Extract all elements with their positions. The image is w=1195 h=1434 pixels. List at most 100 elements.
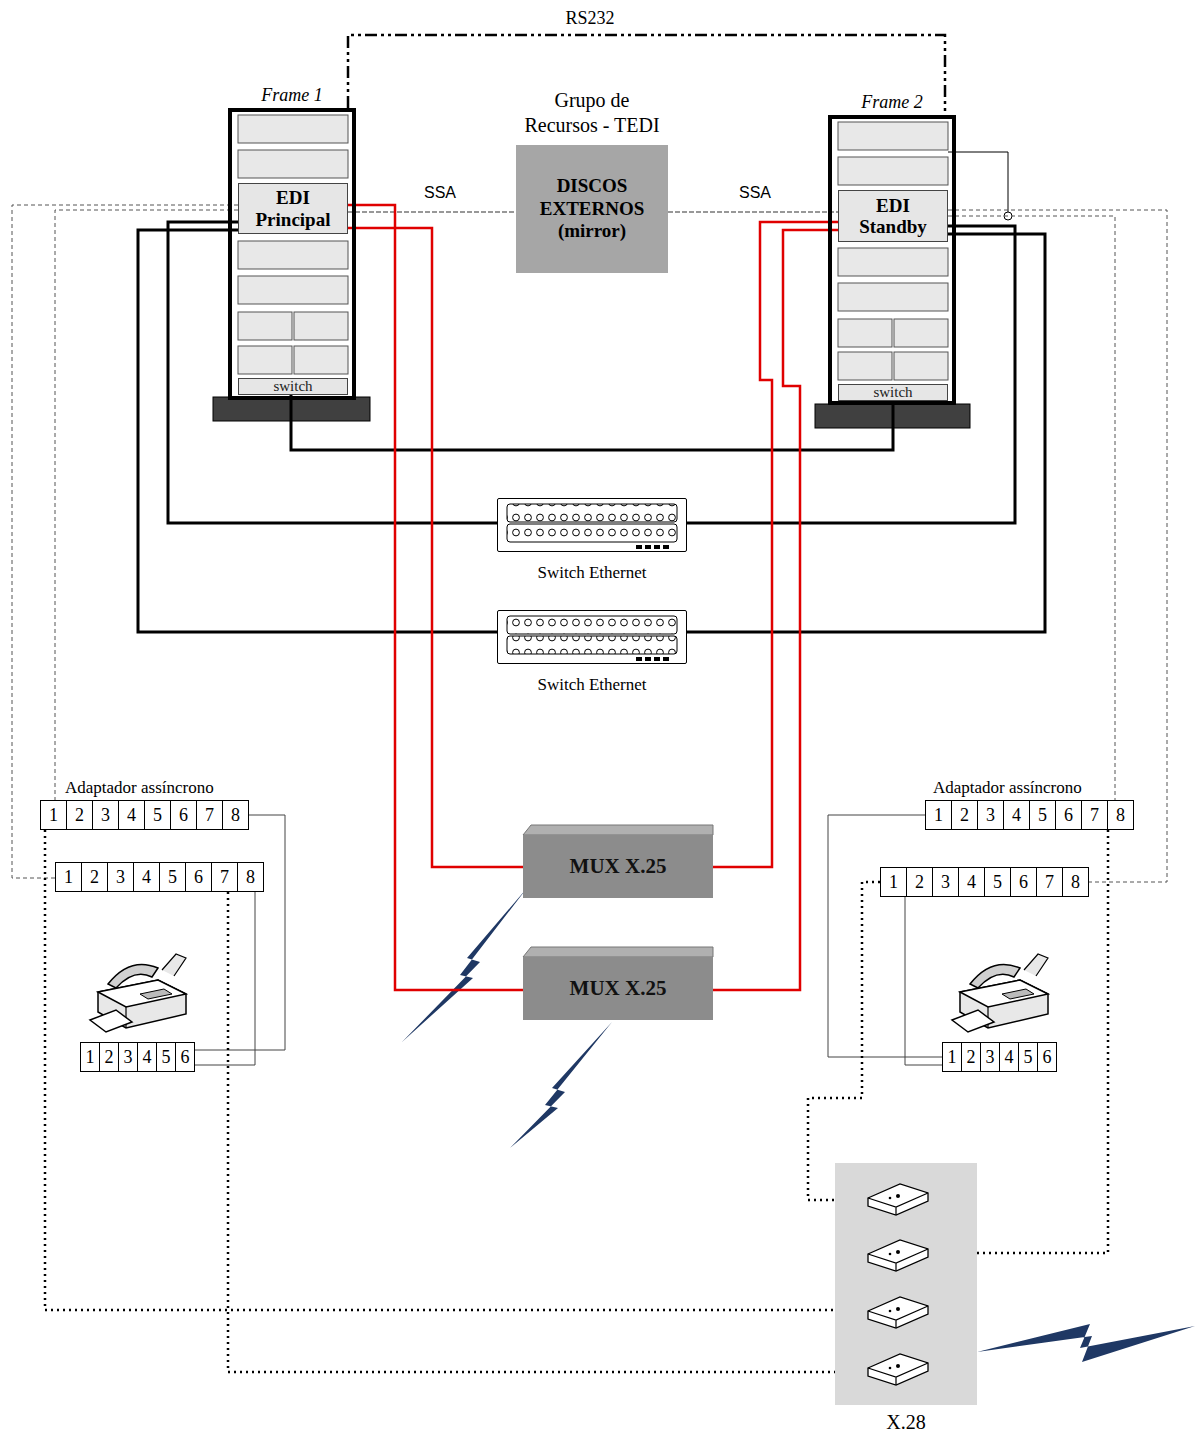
port-number: 5	[159, 862, 186, 892]
node-label: DISCOS EXTERNOS (mirror)	[527, 175, 657, 243]
port-number: 1	[80, 1042, 100, 1072]
device-label: Switch Ethernet	[537, 675, 646, 695]
port-number: 1	[942, 1042, 962, 1072]
connector-line	[291, 395, 893, 450]
connector-line	[905, 897, 942, 1065]
node-label: EDI Principal	[245, 187, 341, 230]
port-number: 1	[55, 862, 82, 892]
port-number: 5	[1029, 800, 1056, 830]
mux-box: MUX X.25	[523, 957, 713, 1020]
connector-line	[195, 892, 255, 1065]
heading-label: Frame 1	[261, 85, 323, 106]
connector-line	[348, 211, 516, 212]
mux-bevel	[523, 825, 713, 835]
port-number: 8	[237, 862, 264, 892]
port-number: 6	[1010, 867, 1037, 897]
server-rack: EDI StandbyswitchFrame 2	[828, 115, 956, 405]
port-number: 4	[958, 867, 985, 897]
node-label: EDI Standby	[845, 195, 941, 238]
port-number: 5	[156, 1042, 176, 1072]
heading-label: Grupo de Recursos - TEDI	[522, 88, 662, 138]
connector-line	[687, 226, 1015, 523]
server-rack: EDI PrincipalswitchFrame 1	[228, 108, 356, 400]
wireless-link-bolt	[977, 1324, 1195, 1362]
async-adapter: Adaptador assíncrono12345678	[925, 800, 1134, 830]
rack-slots	[238, 115, 948, 380]
heading-label: Adaptador assíncrono	[65, 778, 214, 798]
async-adapter: 12345678	[55, 862, 264, 892]
switch-ports	[507, 504, 677, 661]
port-number: 6	[1037, 1042, 1057, 1072]
port-number: 4	[1003, 800, 1030, 830]
port-number: 2	[961, 1042, 981, 1072]
connector-label: SSA	[421, 184, 459, 202]
async-adapter: Adaptador assíncrono12345678	[40, 800, 249, 830]
connector-line	[828, 815, 942, 1057]
port-number: 2	[81, 862, 108, 892]
port-number: 6	[1055, 800, 1082, 830]
port-number: 3	[977, 800, 1004, 830]
port-number: 3	[980, 1042, 1000, 1072]
device-label: Switch Ethernet	[537, 563, 646, 583]
x28-panel: X.28	[835, 1163, 977, 1405]
connector-label: RS232	[562, 8, 617, 29]
port-number: 5	[144, 800, 171, 830]
fax-port-strip: 123456	[942, 1042, 1057, 1072]
port-number: 2	[99, 1042, 119, 1072]
connector-line	[195, 815, 285, 1050]
mux-bevel	[523, 947, 713, 957]
connector-line	[713, 230, 838, 990]
heading-label: Adaptador assíncrono	[933, 778, 1082, 798]
port-number: 7	[211, 862, 238, 892]
port-number: 6	[170, 800, 197, 830]
node-label: switch	[873, 385, 912, 400]
device-label: X.28	[886, 1411, 925, 1434]
server-box: EDI Principal	[238, 183, 348, 234]
connector-line	[948, 216, 1115, 800]
port-number: 5	[1018, 1042, 1038, 1072]
connector-line	[668, 211, 838, 212]
port-number: 4	[118, 800, 145, 830]
port-number: 1	[40, 800, 67, 830]
connector-line	[45, 830, 835, 1310]
connector-line	[55, 210, 238, 800]
port-number: 3	[92, 800, 119, 830]
rack-switch: switch	[238, 378, 348, 395]
connector-line	[228, 892, 835, 1372]
port-number: 7	[1036, 867, 1063, 897]
port-number: 3	[118, 1042, 138, 1072]
ethernet-switch: Switch Ethernet	[497, 610, 687, 664]
port-number: 3	[932, 867, 959, 897]
port-number: 5	[984, 867, 1011, 897]
port-number: 4	[133, 862, 160, 892]
port-number: 3	[107, 862, 134, 892]
wireless-link-bolt	[510, 1022, 612, 1148]
port-number: 2	[906, 867, 933, 897]
internal-cable	[948, 152, 1008, 212]
node-label: MUX X.25	[570, 854, 667, 879]
port-number: 4	[999, 1042, 1019, 1072]
connector-line	[713, 222, 838, 867]
ethernet-switch: Switch Ethernet	[497, 498, 687, 552]
fax-icon	[90, 954, 186, 1032]
port-number: 8	[1062, 867, 1089, 897]
connector-line	[808, 882, 880, 1200]
connector-line	[138, 230, 497, 632]
mux-box: MUX X.25	[523, 835, 713, 898]
server-box: EDI Standby	[838, 190, 948, 242]
connector-line	[977, 830, 1108, 1253]
port-number: 1	[880, 867, 907, 897]
connector-line	[168, 222, 497, 523]
port-number: 7	[196, 800, 223, 830]
heading-label: Frame 2	[861, 92, 923, 113]
port-number: 1	[925, 800, 952, 830]
node-label: switch	[273, 379, 312, 394]
node-label: MUX X.25	[570, 976, 667, 1001]
x28-modems	[868, 1184, 928, 1385]
connector-line	[348, 35, 945, 115]
connector-line	[12, 205, 238, 878]
port-number: 6	[185, 862, 212, 892]
port-number: 2	[66, 800, 93, 830]
